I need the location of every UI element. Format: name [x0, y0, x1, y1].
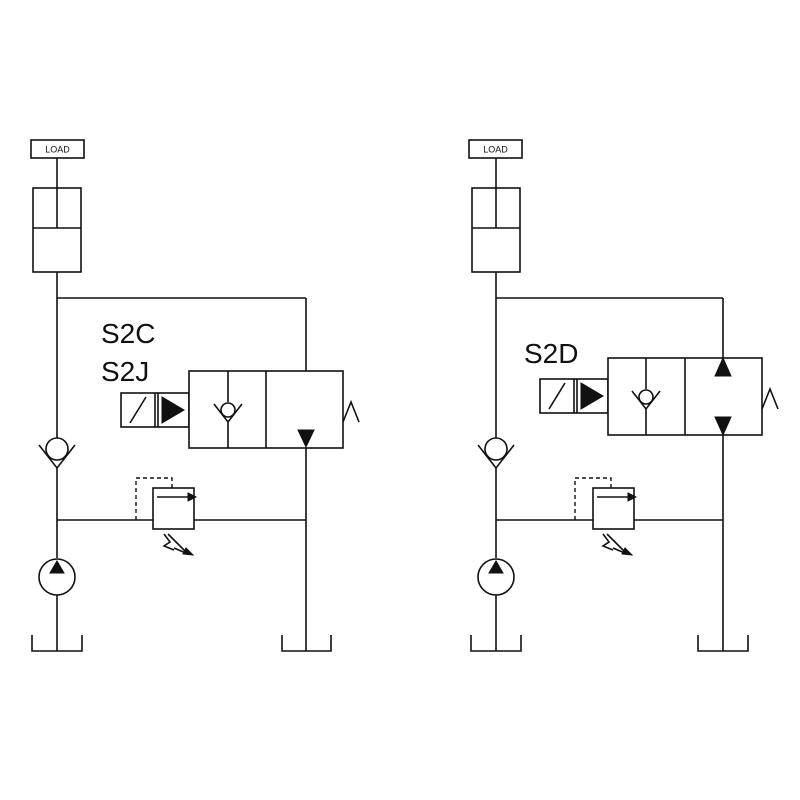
left-check-valve	[38, 437, 76, 470]
left-spring-icon	[342, 399, 360, 423]
right-cylinder	[471, 158, 521, 273]
right-check-valve	[477, 437, 515, 470]
right-relief-valve	[574, 477, 638, 556]
left-load-box: LOAD	[30, 139, 85, 159]
right-solenoid-valve	[607, 356, 779, 437]
left-tank-symbol	[31, 635, 83, 652]
left-pump	[38, 558, 76, 596]
left-circuit: LOAD	[30, 139, 360, 652]
left-model-code-s2c: S2C	[101, 318, 155, 349]
right-load-box: LOAD	[468, 139, 523, 159]
left-load-label: LOAD	[45, 145, 70, 155]
left-cylinder	[32, 158, 82, 273]
right-tank-symbol	[470, 635, 522, 652]
right-load-label: LOAD	[483, 145, 508, 155]
right-spring-icon	[761, 386, 779, 410]
left-relief-valve	[135, 477, 198, 556]
right-circuit: LOAD	[468, 139, 779, 652]
right-model-code-s2d: S2D	[524, 338, 578, 369]
left-solenoid	[120, 392, 190, 428]
right-pump	[477, 558, 515, 596]
left-solenoid-valve	[188, 370, 360, 449]
right-return-tank-symbol	[697, 635, 749, 652]
left-model-code-s2j: S2J	[101, 356, 149, 387]
right-solenoid	[539, 378, 609, 414]
left-return-tank-symbol	[281, 635, 332, 652]
